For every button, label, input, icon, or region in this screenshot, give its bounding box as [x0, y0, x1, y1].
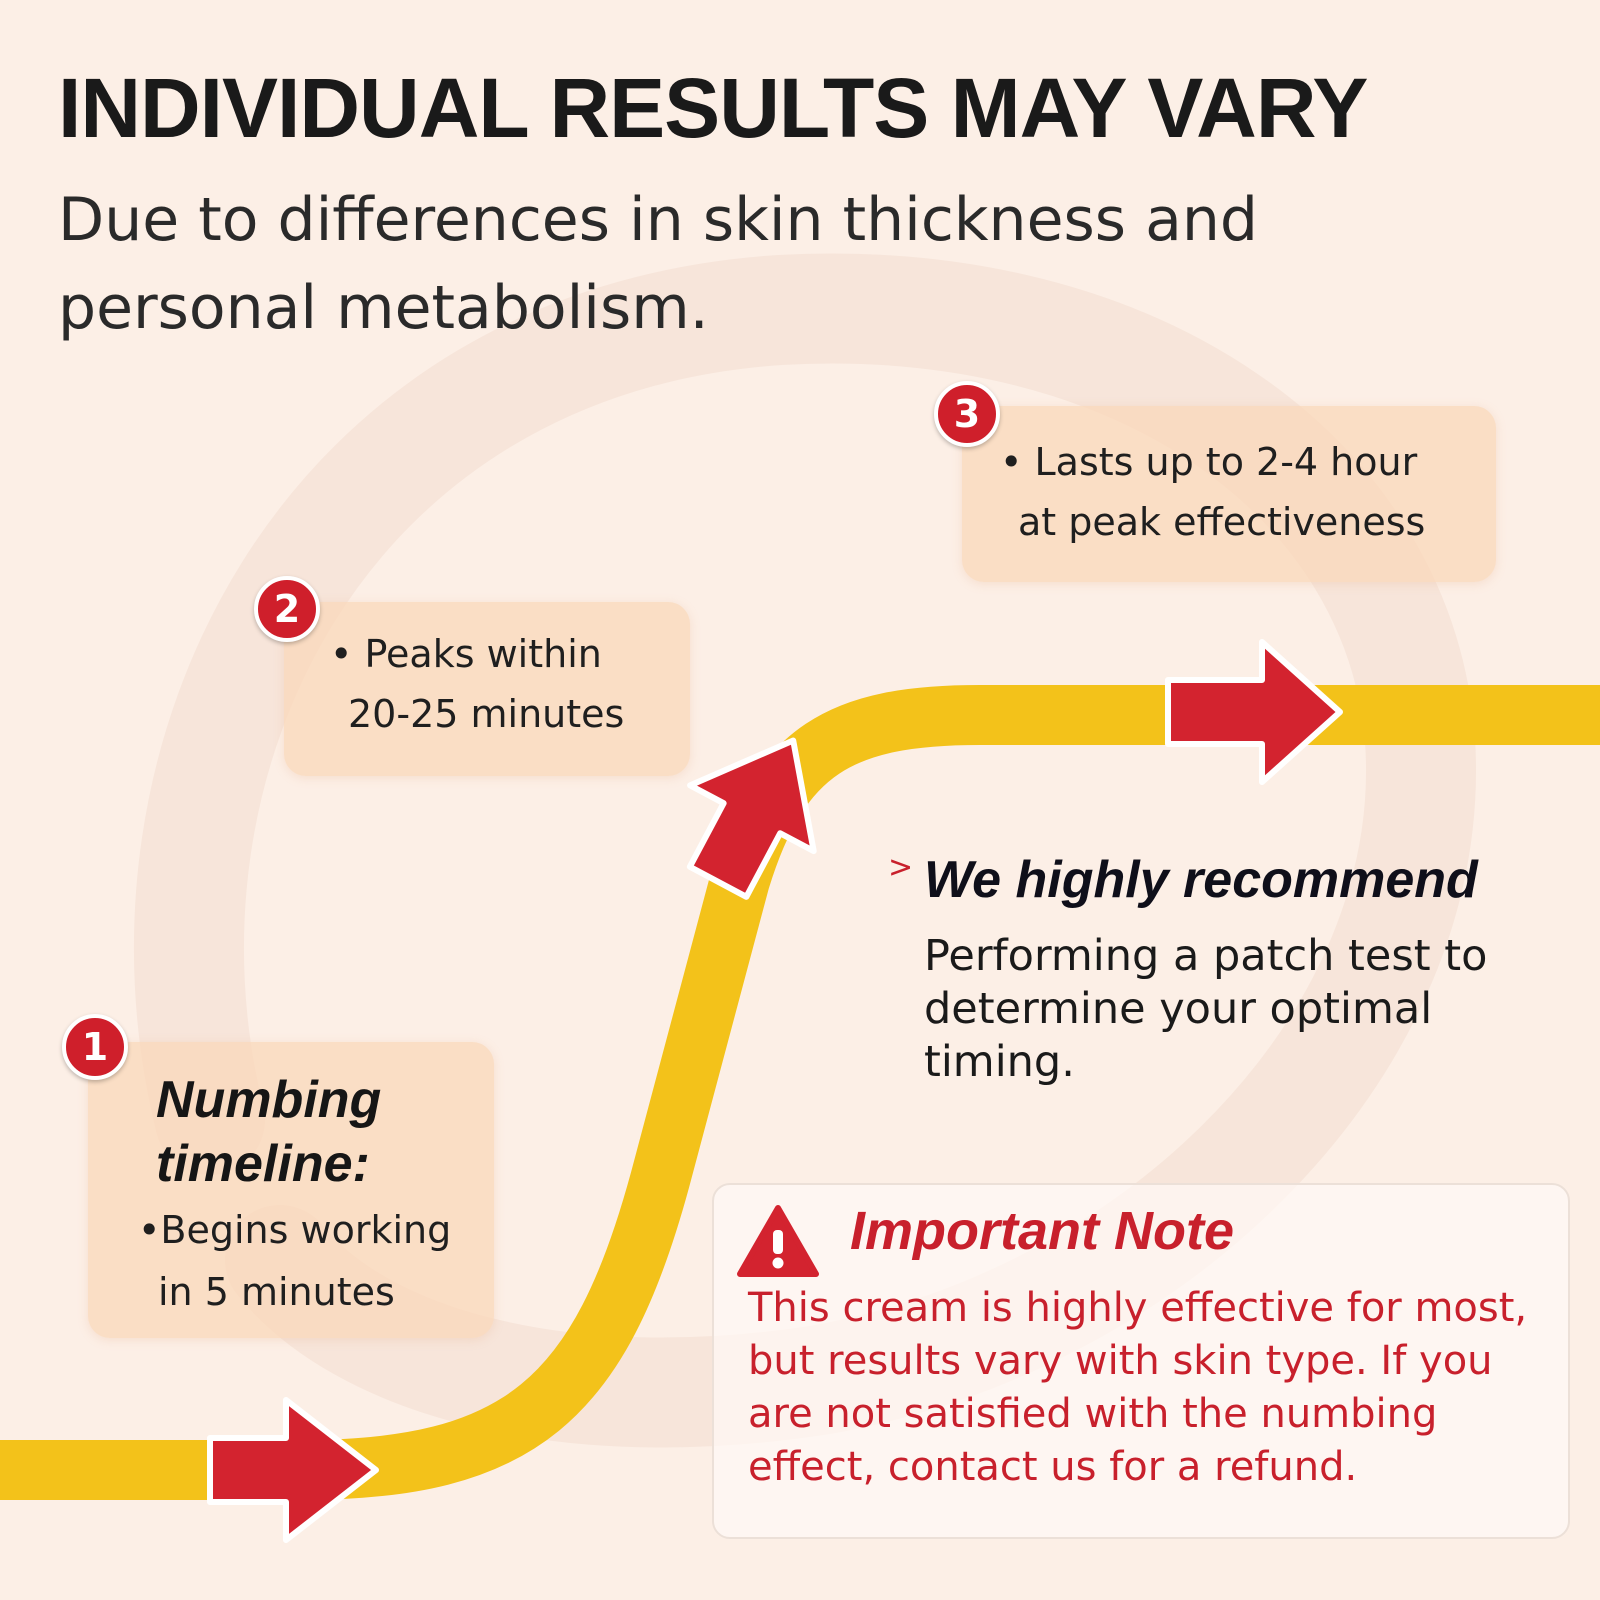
timeline-path [0, 685, 1600, 1500]
step-2-line-1: • Peaks within [330, 632, 602, 676]
arrow-right-bottom [207, 1397, 379, 1543]
page-title: INDIVIDUAL RESULTS MAY VARY [58, 61, 1368, 155]
step-1-badge: 1 [62, 1014, 128, 1080]
step-3-line-2: at peak effectiveness [1018, 500, 1426, 544]
step-1-title: Numbing timeline: [156, 1071, 382, 1193]
step-2-line-2: 20-25 minutes [348, 692, 625, 736]
recommend-body: Performing a patch test to determine you… [924, 931, 1488, 1087]
important-note-title: Important Note [850, 1201, 1234, 1261]
step-3-badge: 3 [934, 381, 1000, 447]
page-subtitle: Due to differences in skin thickness and… [58, 185, 1258, 343]
warning-triangle-icon [737, 1205, 819, 1277]
chevron-right-icon: > [888, 850, 914, 885]
important-note-box [712, 1183, 1570, 1539]
step-1-card [88, 1042, 494, 1338]
step-3-card [962, 406, 1496, 582]
arrow-diagonal-middle [686, 737, 817, 900]
step-2-badge: 2 [254, 576, 320, 642]
recommend-title: We highly recommend [924, 851, 1478, 909]
step-3-line-1: • Lasts up to 2-4 hour [1000, 440, 1418, 484]
background-swirl [133, 253, 1476, 1448]
step-1-line-1: •Begins working [138, 1208, 452, 1252]
step-2-card [284, 602, 690, 776]
important-note-body: This cream is highly effective for most,… [748, 1285, 1528, 1490]
step-1-line-2: in 5 minutes [158, 1270, 395, 1314]
arrow-right-top [1165, 639, 1343, 785]
